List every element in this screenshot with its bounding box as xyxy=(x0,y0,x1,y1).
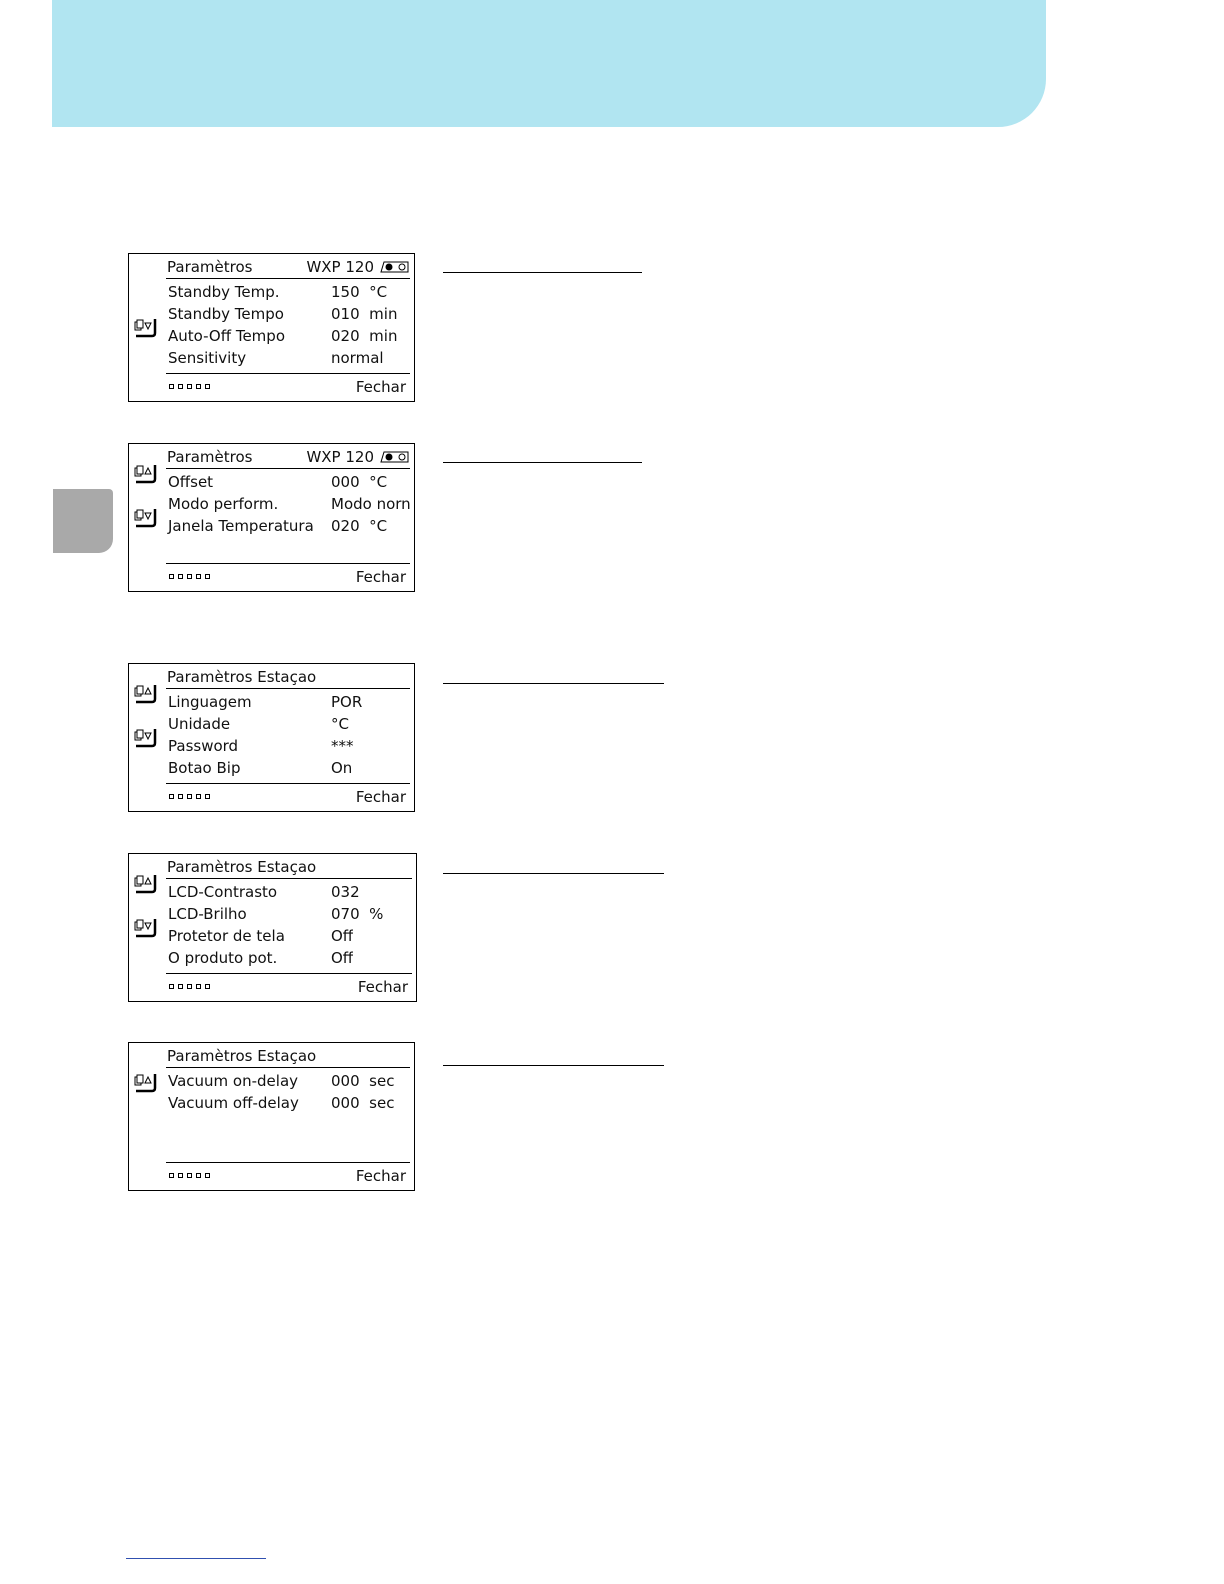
page-dots xyxy=(169,1173,210,1178)
setting-label: LCD-Brilho xyxy=(168,905,247,923)
caption-rule xyxy=(443,683,664,684)
setting-value: POR xyxy=(331,693,363,711)
footer-divider xyxy=(166,1162,410,1163)
page-up-icon xyxy=(133,1071,159,1095)
setting-value: Off xyxy=(331,949,354,967)
page-down-icon xyxy=(133,916,159,940)
header-divider xyxy=(166,688,410,689)
model-label: WXP 120 xyxy=(306,258,410,276)
header-divider xyxy=(166,278,410,279)
footer-line xyxy=(126,1558,266,1559)
model-name: WXP 120 xyxy=(306,258,374,276)
footer-divider xyxy=(166,563,410,564)
model-label: WXP 120 xyxy=(306,448,410,466)
header-divider xyxy=(166,468,410,469)
toggle-icon xyxy=(380,261,409,273)
setting-value: 000 sec xyxy=(331,1072,395,1090)
header-divider xyxy=(166,1067,410,1068)
close-button[interactable]: Fechar xyxy=(355,1167,406,1185)
caption-rule xyxy=(443,462,642,463)
setting-label: Protetor de tela xyxy=(168,927,285,945)
setting-label: Password xyxy=(168,737,239,755)
setting-value: 150 °C xyxy=(331,283,388,301)
close-button[interactable]: Fechar xyxy=(355,788,406,806)
model-name: WXP 120 xyxy=(306,448,374,466)
header-divider xyxy=(166,878,412,879)
setting-label: Standby Tempo xyxy=(168,305,284,323)
caption-rule xyxy=(443,873,664,874)
setting-value: Off xyxy=(331,927,354,945)
page-down-icon xyxy=(133,726,159,750)
toggle-icon xyxy=(380,451,409,463)
setting-value: normal xyxy=(331,349,384,367)
page-dots xyxy=(169,794,210,799)
setting-label: Standby Temp. xyxy=(168,283,280,301)
caption-rule xyxy=(443,1065,664,1066)
footer-divider xyxy=(166,973,412,974)
setting-value: 000 sec xyxy=(331,1094,395,1112)
page-dots xyxy=(169,574,210,579)
setting-value: On xyxy=(331,759,353,777)
setting-label: Linguagem xyxy=(168,693,252,711)
screen-title: Paramètros xyxy=(167,448,253,466)
page-dots xyxy=(169,984,210,989)
page-down-icon xyxy=(133,506,159,530)
close-button[interactable]: Fechar xyxy=(357,978,408,996)
setting-value: 032 xyxy=(331,883,360,901)
footer-divider xyxy=(166,783,410,784)
caption-rule xyxy=(443,272,642,273)
setting-value: 070 % xyxy=(331,905,384,923)
header-band xyxy=(52,0,1046,127)
page-down-icon xyxy=(133,316,159,340)
setting-value: Modo norn xyxy=(331,495,411,513)
page-up-icon xyxy=(133,682,159,706)
setting-label: Botao Bip xyxy=(168,759,241,777)
screen-title: Paramètros Estaçao xyxy=(167,668,317,686)
setting-label: O produto pot. xyxy=(168,949,278,967)
chapter-tab xyxy=(53,489,113,553)
setting-label: Unidade xyxy=(168,715,231,733)
close-button[interactable]: Fechar xyxy=(355,378,406,396)
screen-title: Paramètros Estaçao xyxy=(167,1047,317,1065)
page-dots xyxy=(169,384,210,389)
setting-label: Auto-Off Tempo xyxy=(168,327,285,345)
setting-label: Modo perform. xyxy=(168,495,279,513)
setting-value: °C xyxy=(331,715,349,733)
setting-label: Vacuum off-delay xyxy=(168,1094,299,1112)
setting-value: 020 min xyxy=(331,327,398,345)
setting-value: *** xyxy=(331,737,354,755)
setting-value: 020 °C xyxy=(331,517,388,535)
page-up-icon xyxy=(133,872,159,896)
setting-value: 010 min xyxy=(331,305,398,323)
setting-label: Janela Temperatura xyxy=(168,517,314,535)
setting-value: 000 °C xyxy=(331,473,388,491)
setting-label: LCD-Contrasto xyxy=(168,883,278,901)
screen-title: Paramètros xyxy=(167,258,253,276)
page-up-icon xyxy=(133,462,159,486)
setting-label: Offset xyxy=(168,473,214,491)
setting-label: Sensitivity xyxy=(168,349,247,367)
close-button[interactable]: Fechar xyxy=(355,568,406,586)
footer-divider xyxy=(166,373,410,374)
screen-title: Paramètros Estaçao xyxy=(167,858,317,876)
setting-label: Vacuum on-delay xyxy=(168,1072,299,1090)
